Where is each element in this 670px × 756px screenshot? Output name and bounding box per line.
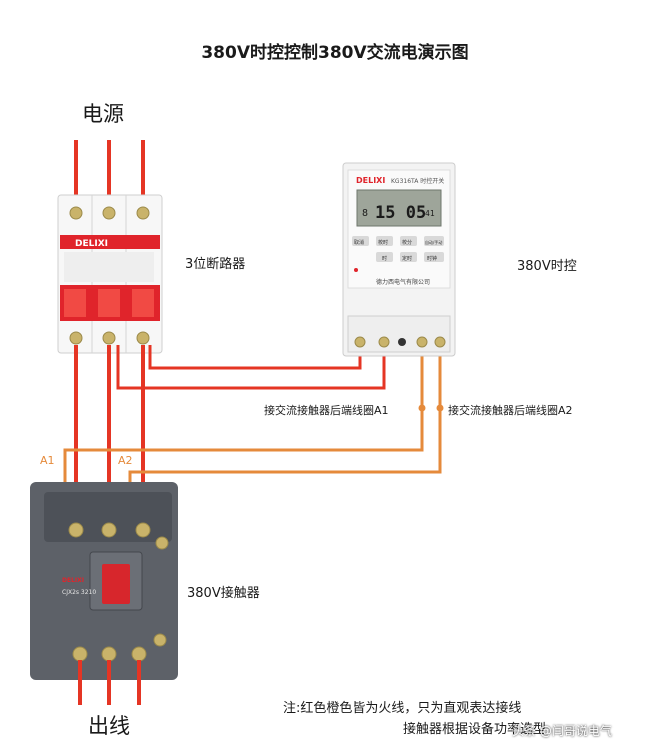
output-label: 出线	[88, 714, 130, 738]
junction-dot	[436, 404, 444, 412]
timer-button-row: 取消 校时 校分 自动/手动 时 定时 时钟	[352, 236, 444, 262]
watermark: 头条 @闫哥说电气	[512, 724, 612, 738]
incoming-power-wires	[74, 140, 145, 205]
contactor-model: CJX2s 3210	[62, 589, 96, 596]
contactor-label: 380V接触器	[187, 586, 260, 601]
timer-button-label: 时	[382, 255, 387, 262]
a2-terminal-label: A2	[118, 454, 133, 467]
diagram-title: 380V时控控制380V交流电演示图	[201, 43, 469, 63]
timer-button-label: 校分	[402, 239, 412, 246]
timer-brand: DELIXI	[356, 176, 385, 185]
timer-button-label: 取消	[354, 239, 364, 246]
timer-button-label: 自动/手动	[425, 239, 442, 245]
note-line-2: 接触器根据设备功率选型	[403, 722, 547, 737]
time-switch: DELIXI KG316TA 时控开关 8 15 05 41 取消 校时 校分 …	[342, 162, 456, 357]
breaker-to-timer-wires	[116, 345, 386, 390]
lcd-time: 15 05	[375, 203, 426, 223]
power-source-label: 电源	[82, 102, 124, 126]
timer-button[interactable]	[376, 236, 393, 246]
timer-button-label: 定时	[402, 255, 412, 262]
breaker-brand: DELIXI	[75, 239, 108, 249]
note-line-1: 注:红色橙色皆为火线，只为直观表达接线	[283, 701, 522, 716]
wire-a2-label: 接交流接触器后端线圈A2	[448, 404, 573, 417]
timer-button[interactable]	[352, 236, 369, 246]
indicator-led	[354, 268, 358, 272]
circuit-breaker: DELIXI	[57, 194, 163, 354]
junction-dot	[418, 404, 426, 412]
breaker-label: 3位断路器	[185, 257, 246, 272]
timer-button-label: 校时	[378, 239, 388, 246]
output-wires	[78, 660, 141, 705]
lcd-seconds: 41	[425, 209, 435, 218]
timer-model: KG316TA 时控开关	[391, 177, 444, 185]
timer-label: 380V时控	[517, 259, 577, 274]
timer-maker: 德力西电气有限公司	[376, 278, 430, 286]
timer-button-label: 时钟	[427, 255, 437, 262]
a1-terminal-label: A1	[40, 454, 55, 467]
contactor-brand: DELIXI	[62, 577, 84, 584]
timer-button[interactable]	[400, 252, 417, 262]
timer-button[interactable]	[400, 236, 417, 246]
wire-a1-label: 接交流接触器后端线圈A1	[264, 404, 389, 417]
ac-contactor: DELIXI CJX2s 3210	[30, 482, 178, 680]
lcd-display	[356, 189, 442, 227]
lcd-prefix: 8	[362, 208, 368, 219]
timer-button[interactable]	[424, 236, 444, 246]
timer-button[interactable]	[376, 252, 393, 262]
timer-button[interactable]	[424, 252, 444, 262]
